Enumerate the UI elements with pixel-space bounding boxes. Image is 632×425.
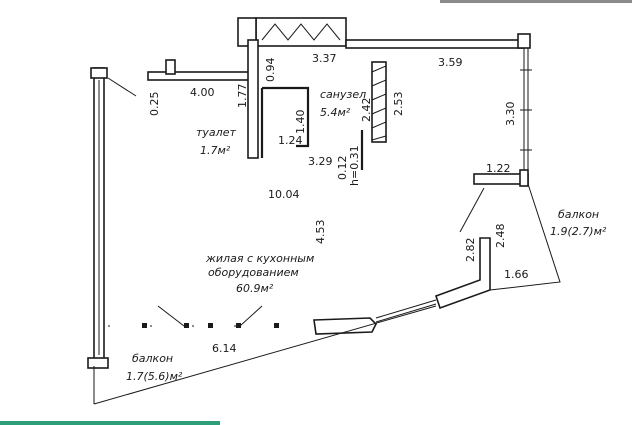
right-wall-post xyxy=(519,169,529,187)
room-labels: туалет 1.7м² санузел 5.4м² жилая с кухон… xyxy=(126,88,607,383)
dim-10-04: 10.04 xyxy=(268,188,300,201)
dim-4-53: 4.53 xyxy=(314,220,327,245)
bathroom-name: санузел xyxy=(320,88,366,101)
dim-1-24: 1.24 xyxy=(278,134,303,147)
balcony-door-marks xyxy=(142,323,279,328)
dim-0-12: 0.12 xyxy=(336,156,349,181)
balcony-left-area: 1.7(5.6)м² xyxy=(126,370,183,383)
dimension-labels: 0.25 4.00 0.94 3.37 3.59 1.77 1.40 1.24 … xyxy=(148,52,529,355)
bathroom-shaft-hatching xyxy=(371,65,387,141)
dim-6-14: 6.14 xyxy=(212,342,237,355)
dim-h-0-31: h=0.31 xyxy=(348,145,361,186)
top-left-diagonal xyxy=(107,77,137,97)
right-balcony-diag xyxy=(459,187,485,233)
top-edge-bar xyxy=(440,0,632,3)
dim-3-59: 3.59 xyxy=(438,56,463,69)
dim-3-37: 3.37 xyxy=(312,52,337,65)
dim-1-40: 1.40 xyxy=(294,110,307,135)
toilet-area: 1.7м² xyxy=(200,144,231,157)
dim-0-94: 0.94 xyxy=(264,58,277,83)
balcony-left-name: балкон xyxy=(132,352,173,365)
dim-1-77: 1.77 xyxy=(236,84,249,109)
left-wall-bottom-cap xyxy=(87,357,109,369)
bathroom-area: 5.4м² xyxy=(320,106,351,119)
top-right-wall xyxy=(345,39,525,49)
dim-2-42: 2.42 xyxy=(360,98,373,123)
lower-middle-wall xyxy=(313,317,377,335)
lower-wall-line-2 xyxy=(375,303,437,323)
balconies xyxy=(93,77,561,405)
toilet-name: туалет xyxy=(196,126,236,139)
ventilation-shaft xyxy=(255,17,347,47)
dim-3-30: 3.30 xyxy=(504,102,517,127)
left-wall-top-cap xyxy=(90,67,108,79)
lower-right-wall xyxy=(434,237,491,310)
top-left-wall xyxy=(147,71,253,81)
toilet-left-wall xyxy=(247,39,259,159)
top-left-wall-post xyxy=(165,59,176,75)
toilet-partition xyxy=(262,86,310,148)
lower-wall-line xyxy=(375,299,437,319)
dim-2-53: 2.53 xyxy=(392,92,405,117)
shaft-hatching xyxy=(261,23,341,41)
bottom-accent-bar xyxy=(0,421,220,425)
right-balcony-edge xyxy=(489,183,561,291)
dim-2-48: 2.48 xyxy=(494,224,507,249)
dim-4-00: 4.00 xyxy=(190,86,215,99)
left-balcony-edge xyxy=(93,305,437,405)
top-right-corner xyxy=(517,33,531,49)
living-room-name-line2: оборудованием xyxy=(208,266,299,279)
balcony-right-name: балкон xyxy=(558,208,599,221)
door-swing-lines xyxy=(157,305,263,327)
living-room-area: 60.9м² xyxy=(236,282,274,295)
shaft-left-block xyxy=(237,17,257,47)
bathroom-shaft xyxy=(371,61,387,143)
dim-1-66: 1.66 xyxy=(504,268,529,281)
dim-3-29: 3.29 xyxy=(308,155,333,168)
dim-1-22: 1.22 xyxy=(486,162,511,175)
living-room-name-line1: жилая с кухонным xyxy=(205,252,314,265)
dim-0-25: 0.25 xyxy=(148,92,161,117)
balcony-right-area: 1.9(2.7)м² xyxy=(550,225,607,238)
walls xyxy=(87,17,532,369)
dim-2-82: 2.82 xyxy=(464,238,477,263)
